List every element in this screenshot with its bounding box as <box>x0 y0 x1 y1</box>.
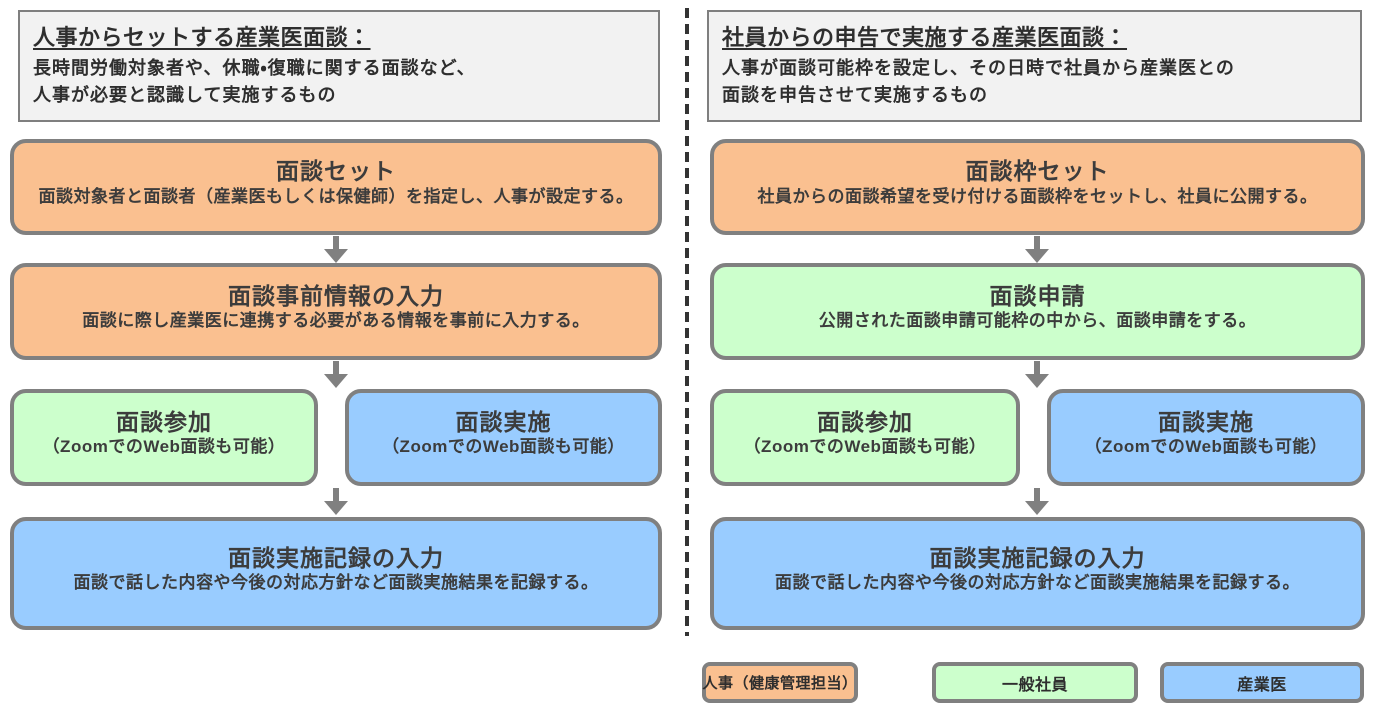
arrow-down-icon <box>1025 488 1049 515</box>
arrow-down-icon <box>1025 361 1049 388</box>
step-description: 面談で話した内容や今後の対応方針など面談実施結果を記録する。 <box>775 573 1300 593</box>
legend-item-employee: 一般社員 <box>932 662 1138 703</box>
step-title: 面談実施 <box>1158 408 1254 435</box>
step-title: 面談参加 <box>116 408 212 435</box>
dashed-divider <box>685 8 689 636</box>
right-flow-description-line2: 面談を申告させて実施するもの <box>722 85 988 105</box>
step-title: 面談事前情報の入力 <box>228 282 444 309</box>
left-step-interview-set: 面談セット 面談対象者と面談者（産業医もしくは保健師）を指定し、人事が設定する。 <box>10 139 662 235</box>
legend-item-hr: 人事（健康管理担当） <box>702 662 858 703</box>
arrow-down-icon <box>324 236 348 263</box>
right-step-interview-conduct: 面談実施 （ZoomでのWeb面談も可能） <box>1047 389 1365 486</box>
arrow-down-icon <box>324 361 348 388</box>
left-step-interview-record: 面談実施記録の入力 面談で話した内容や今後の対応方針など面談実施結果を記録する。 <box>10 517 662 630</box>
step-title: 面談実施記録の入力 <box>228 544 444 571</box>
arrow-down-icon <box>324 488 348 515</box>
step-description: 面談で話した内容や今後の対応方針など面談実施結果を記録する。 <box>73 573 599 593</box>
right-step-interview-record: 面談実施記録の入力 面談で話した内容や今後の対応方針など面談実施結果を記録する。 <box>710 517 1365 630</box>
step-title: 面談実施記録の入力 <box>929 544 1146 571</box>
legend-label: 人事（健康管理担当） <box>702 675 858 692</box>
left-flow-title: 人事からセットする産業医面談： <box>33 25 371 50</box>
right-step-slot-set: 面談枠セット 社員からの面談希望を受け付ける面談枠をセットし、社員に公開する。 <box>710 139 1365 235</box>
left-step-interview-conduct: 面談実施 （ZoomでのWeb面談も可能） <box>345 389 662 486</box>
step-description: （ZoomでのWeb面談も可能） <box>42 437 286 457</box>
step-description: （ZoomでのWeb面談も可能） <box>382 437 625 457</box>
step-description: 公開された面談申請可能枠の中から、面談申請をする。 <box>818 311 1257 331</box>
step-description: 社員からの面談希望を受け付ける面談枠をセットし、社員に公開する。 <box>757 186 1318 206</box>
legend-label: 一般社員 <box>1001 676 1068 694</box>
step-title: 面談申請 <box>989 282 1086 309</box>
legend-item-physician: 産業医 <box>1160 662 1364 703</box>
step-title: 面談参加 <box>817 408 913 435</box>
step-description: 面談に際し産業医に連携する必要がある情報を事前に入力する。 <box>82 311 590 331</box>
left-flow-description-line1: 長時間労働対象者や、休職・復職に関する面談など、 <box>33 58 476 78</box>
step-title: 面談セット <box>276 158 396 185</box>
left-flow-header: 人事からセットする産業医面談： 長時間労働対象者や、休職・復職に関する面談など、… <box>18 10 660 122</box>
step-description: （ZoomでのWeb面談も可能） <box>1084 437 1328 457</box>
right-step-interview-request: 面談申請 公開された面談申請可能枠の中から、面談申請をする。 <box>710 263 1365 360</box>
step-title: 面談枠セット <box>965 158 1110 185</box>
right-flow-title: 社員からの申告で実施する産業医面談： <box>722 25 1128 50</box>
step-description: （ZoomでのWeb面談も可能） <box>743 437 987 457</box>
right-step-interview-join: 面談参加 （ZoomでのWeb面談も可能） <box>710 389 1020 486</box>
step-title: 面談実施 <box>455 408 552 435</box>
arrow-down-icon <box>1025 236 1049 263</box>
legend-label: 産業医 <box>1237 676 1287 694</box>
step-description: 面談対象者と面談者（産業医もしくは保健師）を指定し、人事が設定する。 <box>38 186 634 206</box>
left-flow-description-line2: 人事が必要と認識して実施するもの <box>33 85 337 105</box>
left-step-pre-interview-info: 面談事前情報の入力 面談に際し産業医に連携する必要がある情報を事前に入力する。 <box>10 263 662 360</box>
right-flow-description-line1: 人事が面談可能枠を設定し、その日時で社員から産業医との <box>722 58 1235 78</box>
left-step-interview-join: 面談参加 （ZoomでのWeb面談も可能） <box>10 389 318 486</box>
right-flow-header: 社員からの申告で実施する産業医面談： 人事が面談可能枠を設定し、その日時で社員か… <box>707 10 1362 122</box>
